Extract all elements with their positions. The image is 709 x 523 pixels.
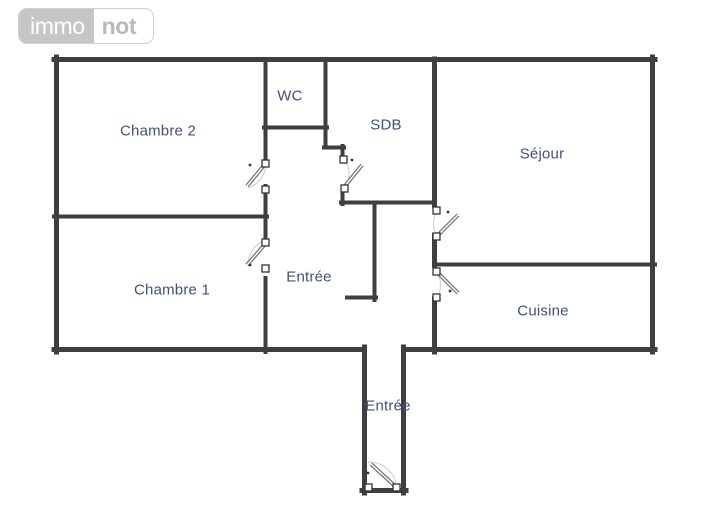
doors [245, 155, 460, 492]
walls [51, 54, 658, 496]
logo-immo-text: immo [19, 9, 94, 43]
immonot-logo: immo not [18, 8, 154, 44]
door-sejour [432, 206, 460, 241]
door-chambre-1 [245, 238, 270, 273]
door-cuisine [432, 267, 460, 302]
door-chambre-2 [245, 159, 270, 194]
door-sdb [339, 155, 364, 193]
door-main-entry [364, 461, 401, 492]
logo-not-text: not [93, 9, 149, 43]
